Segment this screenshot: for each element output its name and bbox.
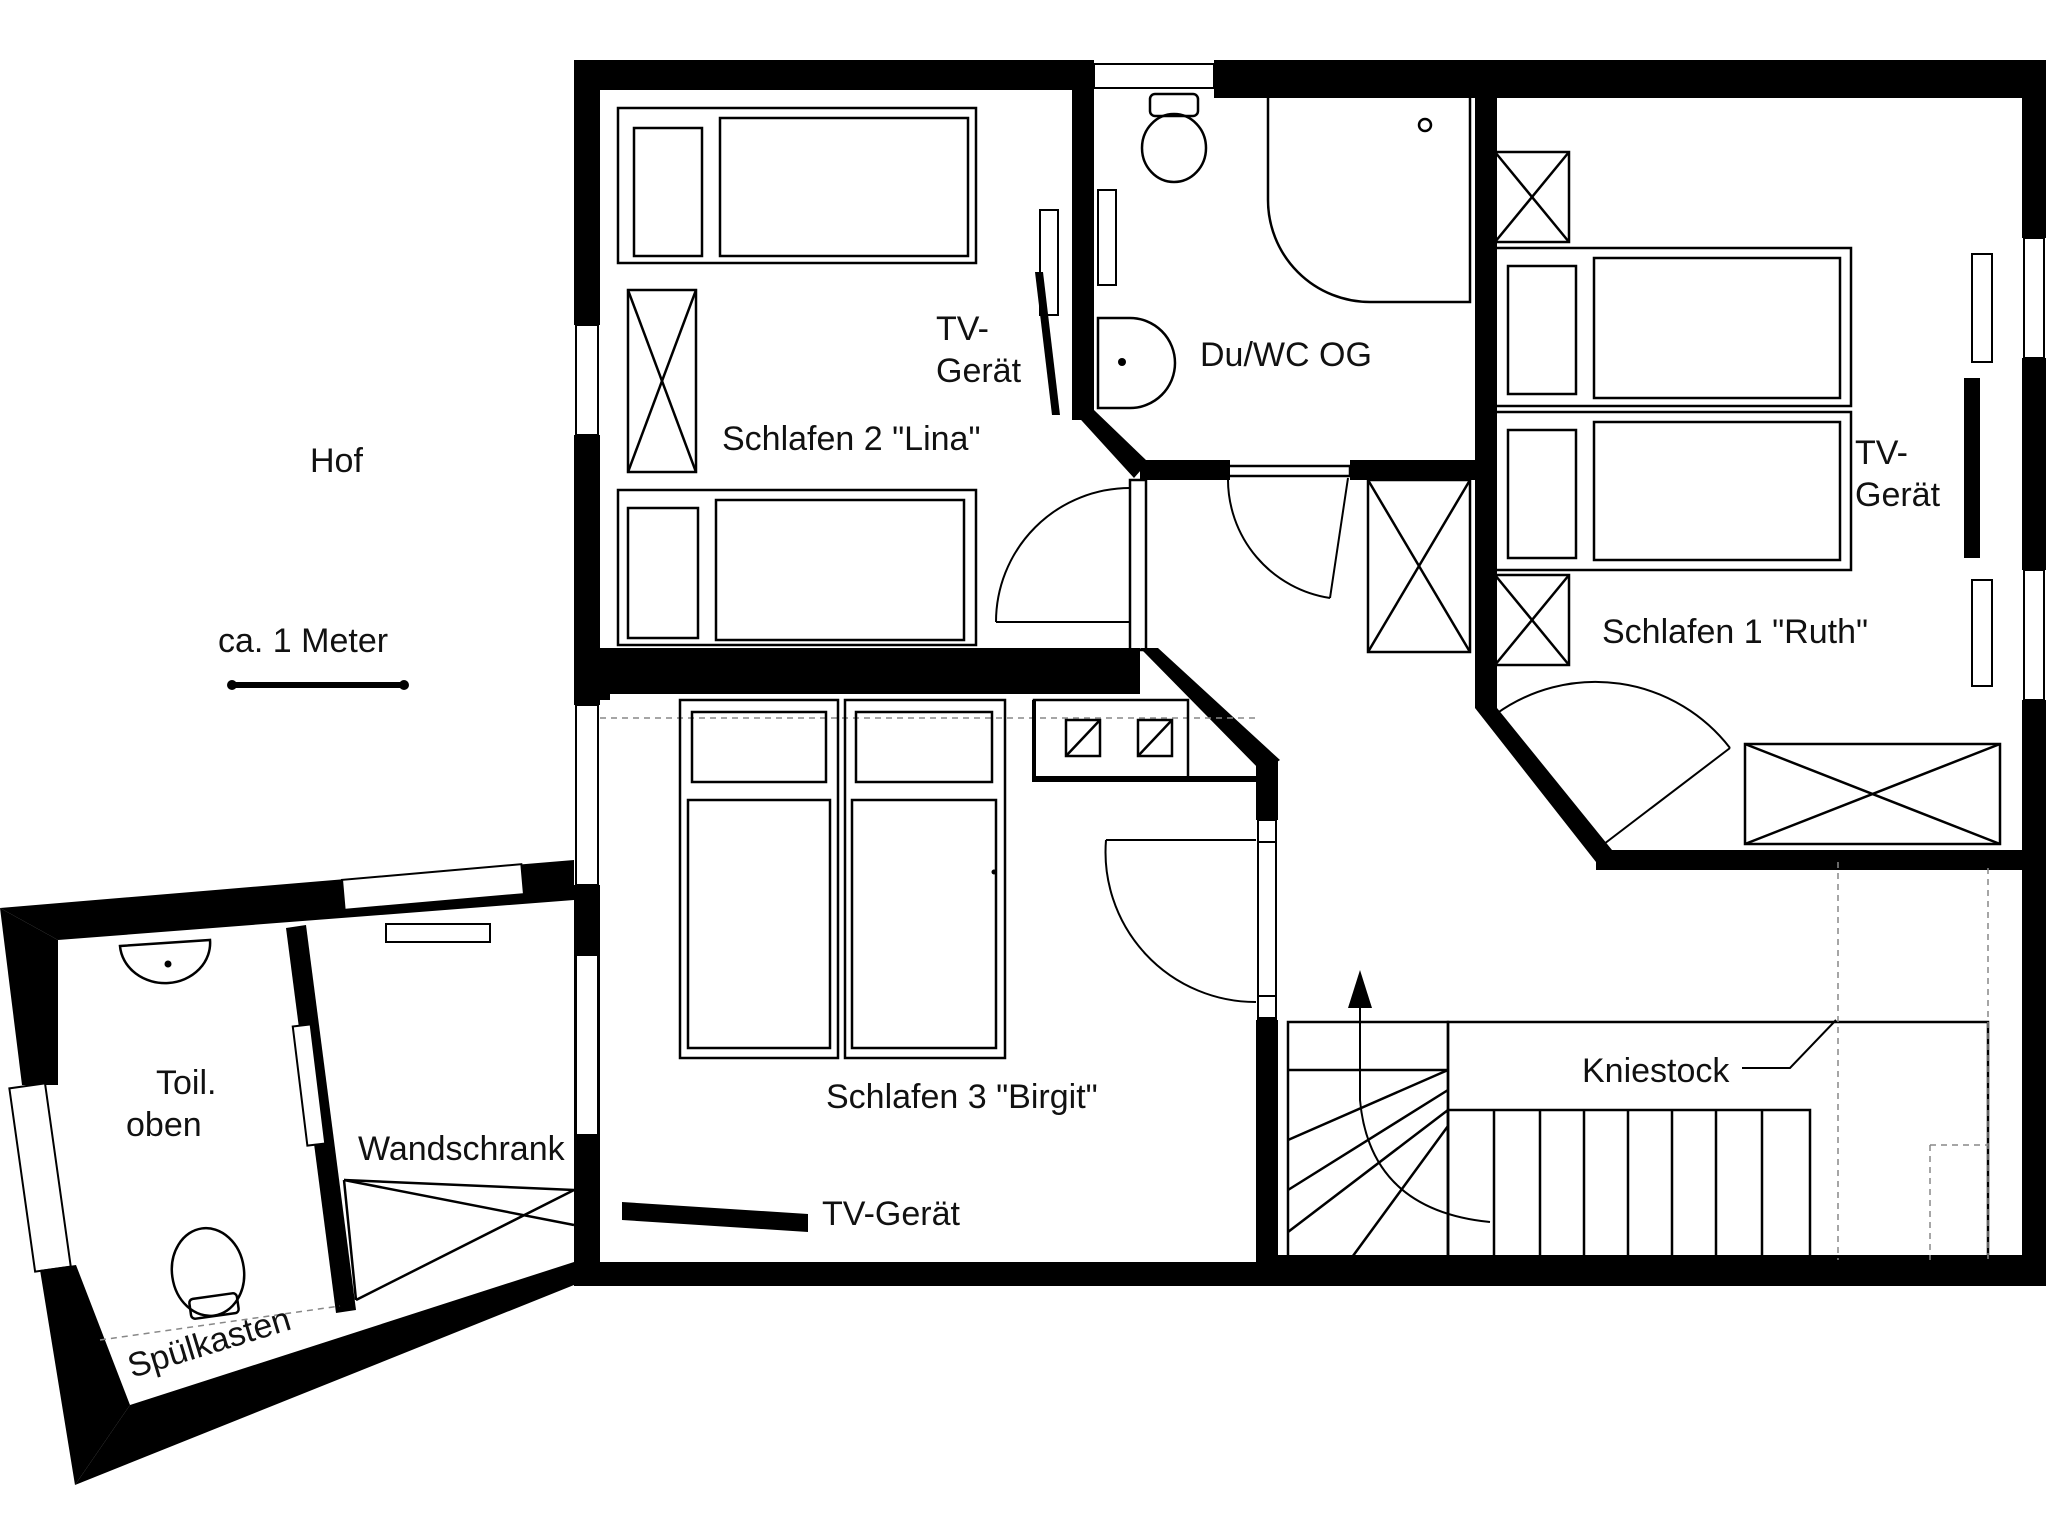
label-kniestock: Kniestock [1582, 1052, 1730, 1090]
door [1226, 464, 1352, 599]
interior-walls [600, 60, 2022, 1285]
scale-label: ca. 1 Meter [218, 622, 388, 660]
annex: Toil. oben Wandschrank Spülkasten [99, 923, 575, 1386]
toilet-wall-mounted [118, 938, 212, 985]
wardrobe [1743, 742, 2002, 846]
room-label-toil-1: Toil. [156, 1064, 216, 1102]
radiator [1257, 819, 1277, 843]
toilet [170, 1226, 246, 1320]
tv-unit [1035, 272, 1060, 415]
staircase: Kniestock [1286, 862, 1990, 1262]
room-label-schlafen-2: Schlafen 2 "Lina" [722, 420, 981, 458]
room-label-du-wc: Du/WC OG [1200, 336, 1372, 374]
radiator [1097, 189, 1117, 286]
nightstand [1493, 573, 1571, 667]
radiator [1257, 995, 1277, 1019]
radiator [1971, 253, 1993, 363]
bed [843, 698, 1007, 1060]
room-label-toil-2: oben [126, 1106, 202, 1144]
tv-label-3: TV-Gerät [822, 1195, 960, 1233]
room-schlafen-3: Schlafen 3 "Birgit" TV-Gerät [600, 698, 1277, 1233]
door [1104, 839, 1257, 1004]
tv-label-2b: Gerät [1855, 476, 1941, 514]
room-label-wandschrank: Wandschrank [358, 1130, 566, 1168]
nightstand [1493, 150, 1571, 244]
cabinet [626, 288, 698, 474]
bed [616, 488, 978, 647]
tv-label-1a: TV- [936, 310, 989, 348]
tv-unit [622, 1202, 808, 1232]
bed [616, 106, 978, 265]
scale-bar [227, 680, 409, 690]
room-du-wc: Du/WC OG [1096, 90, 1472, 599]
radiator [385, 923, 491, 943]
sink [1096, 316, 1177, 410]
toilet [1140, 92, 1208, 184]
room-label-schlafen-1: Schlafen 1 "Ruth" [1602, 613, 1868, 651]
radiator [1971, 579, 1993, 687]
stair-direction-arrow-icon [1348, 970, 1372, 1008]
room-label-schlafen-3: Schlafen 3 "Birgit" [826, 1078, 1098, 1116]
door [1495, 680, 1731, 845]
tv-unit [1964, 378, 1980, 558]
label-hof: Hof [310, 442, 363, 480]
wardrobe [342, 1178, 575, 1302]
outer-walls [0, 60, 2046, 1485]
bed [1493, 410, 1853, 572]
tv-label-2a: TV- [1855, 434, 1908, 472]
tv-label-1b: Gerät [936, 352, 1022, 390]
exterior: Hof ca. 1 Meter [218, 442, 409, 690]
shower [1266, 90, 1472, 304]
hall-cabinet [1366, 478, 1472, 654]
door [995, 478, 1148, 652]
room-schlafen-2: Schlafen 2 "Lina" TV- Gerät [616, 106, 1148, 652]
bed [678, 698, 840, 1060]
sink-double [1032, 698, 1262, 782]
bed [1493, 246, 1853, 408]
room-schlafen-1: TV- Gerät Schlafen 1 "Ruth" [1493, 150, 2002, 846]
